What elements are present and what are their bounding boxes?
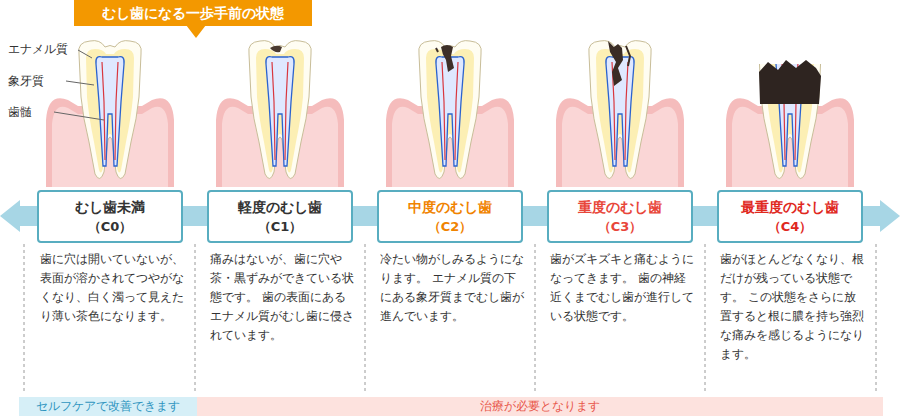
note-band: セルフケアで改善できます: [19, 397, 197, 416]
stage-box: 軽度のむし歯（C1）: [207, 190, 353, 243]
callout-box: むし歯になる一歩手前の状態: [74, 0, 312, 26]
stage-description: 歯がズキズキと痛むようになってきます。 歯の神経近くまでむし歯が進行している状態…: [550, 250, 694, 326]
node-title: むし歯未満: [43, 197, 177, 217]
node-title: 治療が必要となります: [197, 397, 883, 416]
stage-code: （C1）: [213, 217, 347, 236]
stage-code: （C0）: [43, 217, 177, 236]
stage-box: 重度のむし歯（C3）: [547, 190, 693, 243]
part-label: エナメル質: [8, 41, 68, 58]
stage-description: 歯がほとんどなくなり、根だけが残っている状態です。 この状態をさらに放置すると根…: [720, 250, 864, 364]
note-band: 治療が必要となります: [197, 397, 883, 416]
node-title: 重度のむし歯: [553, 197, 687, 217]
stage-box: 最重度のむし歯（C4）: [717, 190, 863, 243]
stage-box: 中度のむし歯（C2）: [377, 190, 523, 243]
stage-code: （C2）: [383, 217, 517, 236]
stage-description: 歯に穴は開いていないが、表面が溶かされてつやがなくなり、白く濁って見えたり薄い茶…: [40, 250, 184, 326]
node-title: セルフケアで改善できます: [19, 397, 197, 416]
stage-description: 冷たい物がしみるようになります。 エナメル質の下にある象牙質までむし歯が進んでい…: [380, 250, 524, 326]
part-label: 歯髄: [8, 104, 32, 121]
stage-description: 痛みはないが、歯に穴や茶・黒ずみができている状態です。 歯の表面にあるエナメル質…: [210, 250, 354, 345]
stage-box: むし歯未満（C0）: [37, 190, 183, 243]
stage-code: （C4）: [723, 217, 857, 236]
node-title: 軽度のむし歯: [213, 197, 347, 217]
node-title: 最重度のむし歯: [723, 197, 857, 217]
node-title: むし歯になる一歩手前の状態: [74, 0, 312, 26]
node-title: 中度のむし歯: [383, 197, 517, 217]
stage-code: （C3）: [553, 217, 687, 236]
part-label: 象牙質: [8, 73, 44, 90]
